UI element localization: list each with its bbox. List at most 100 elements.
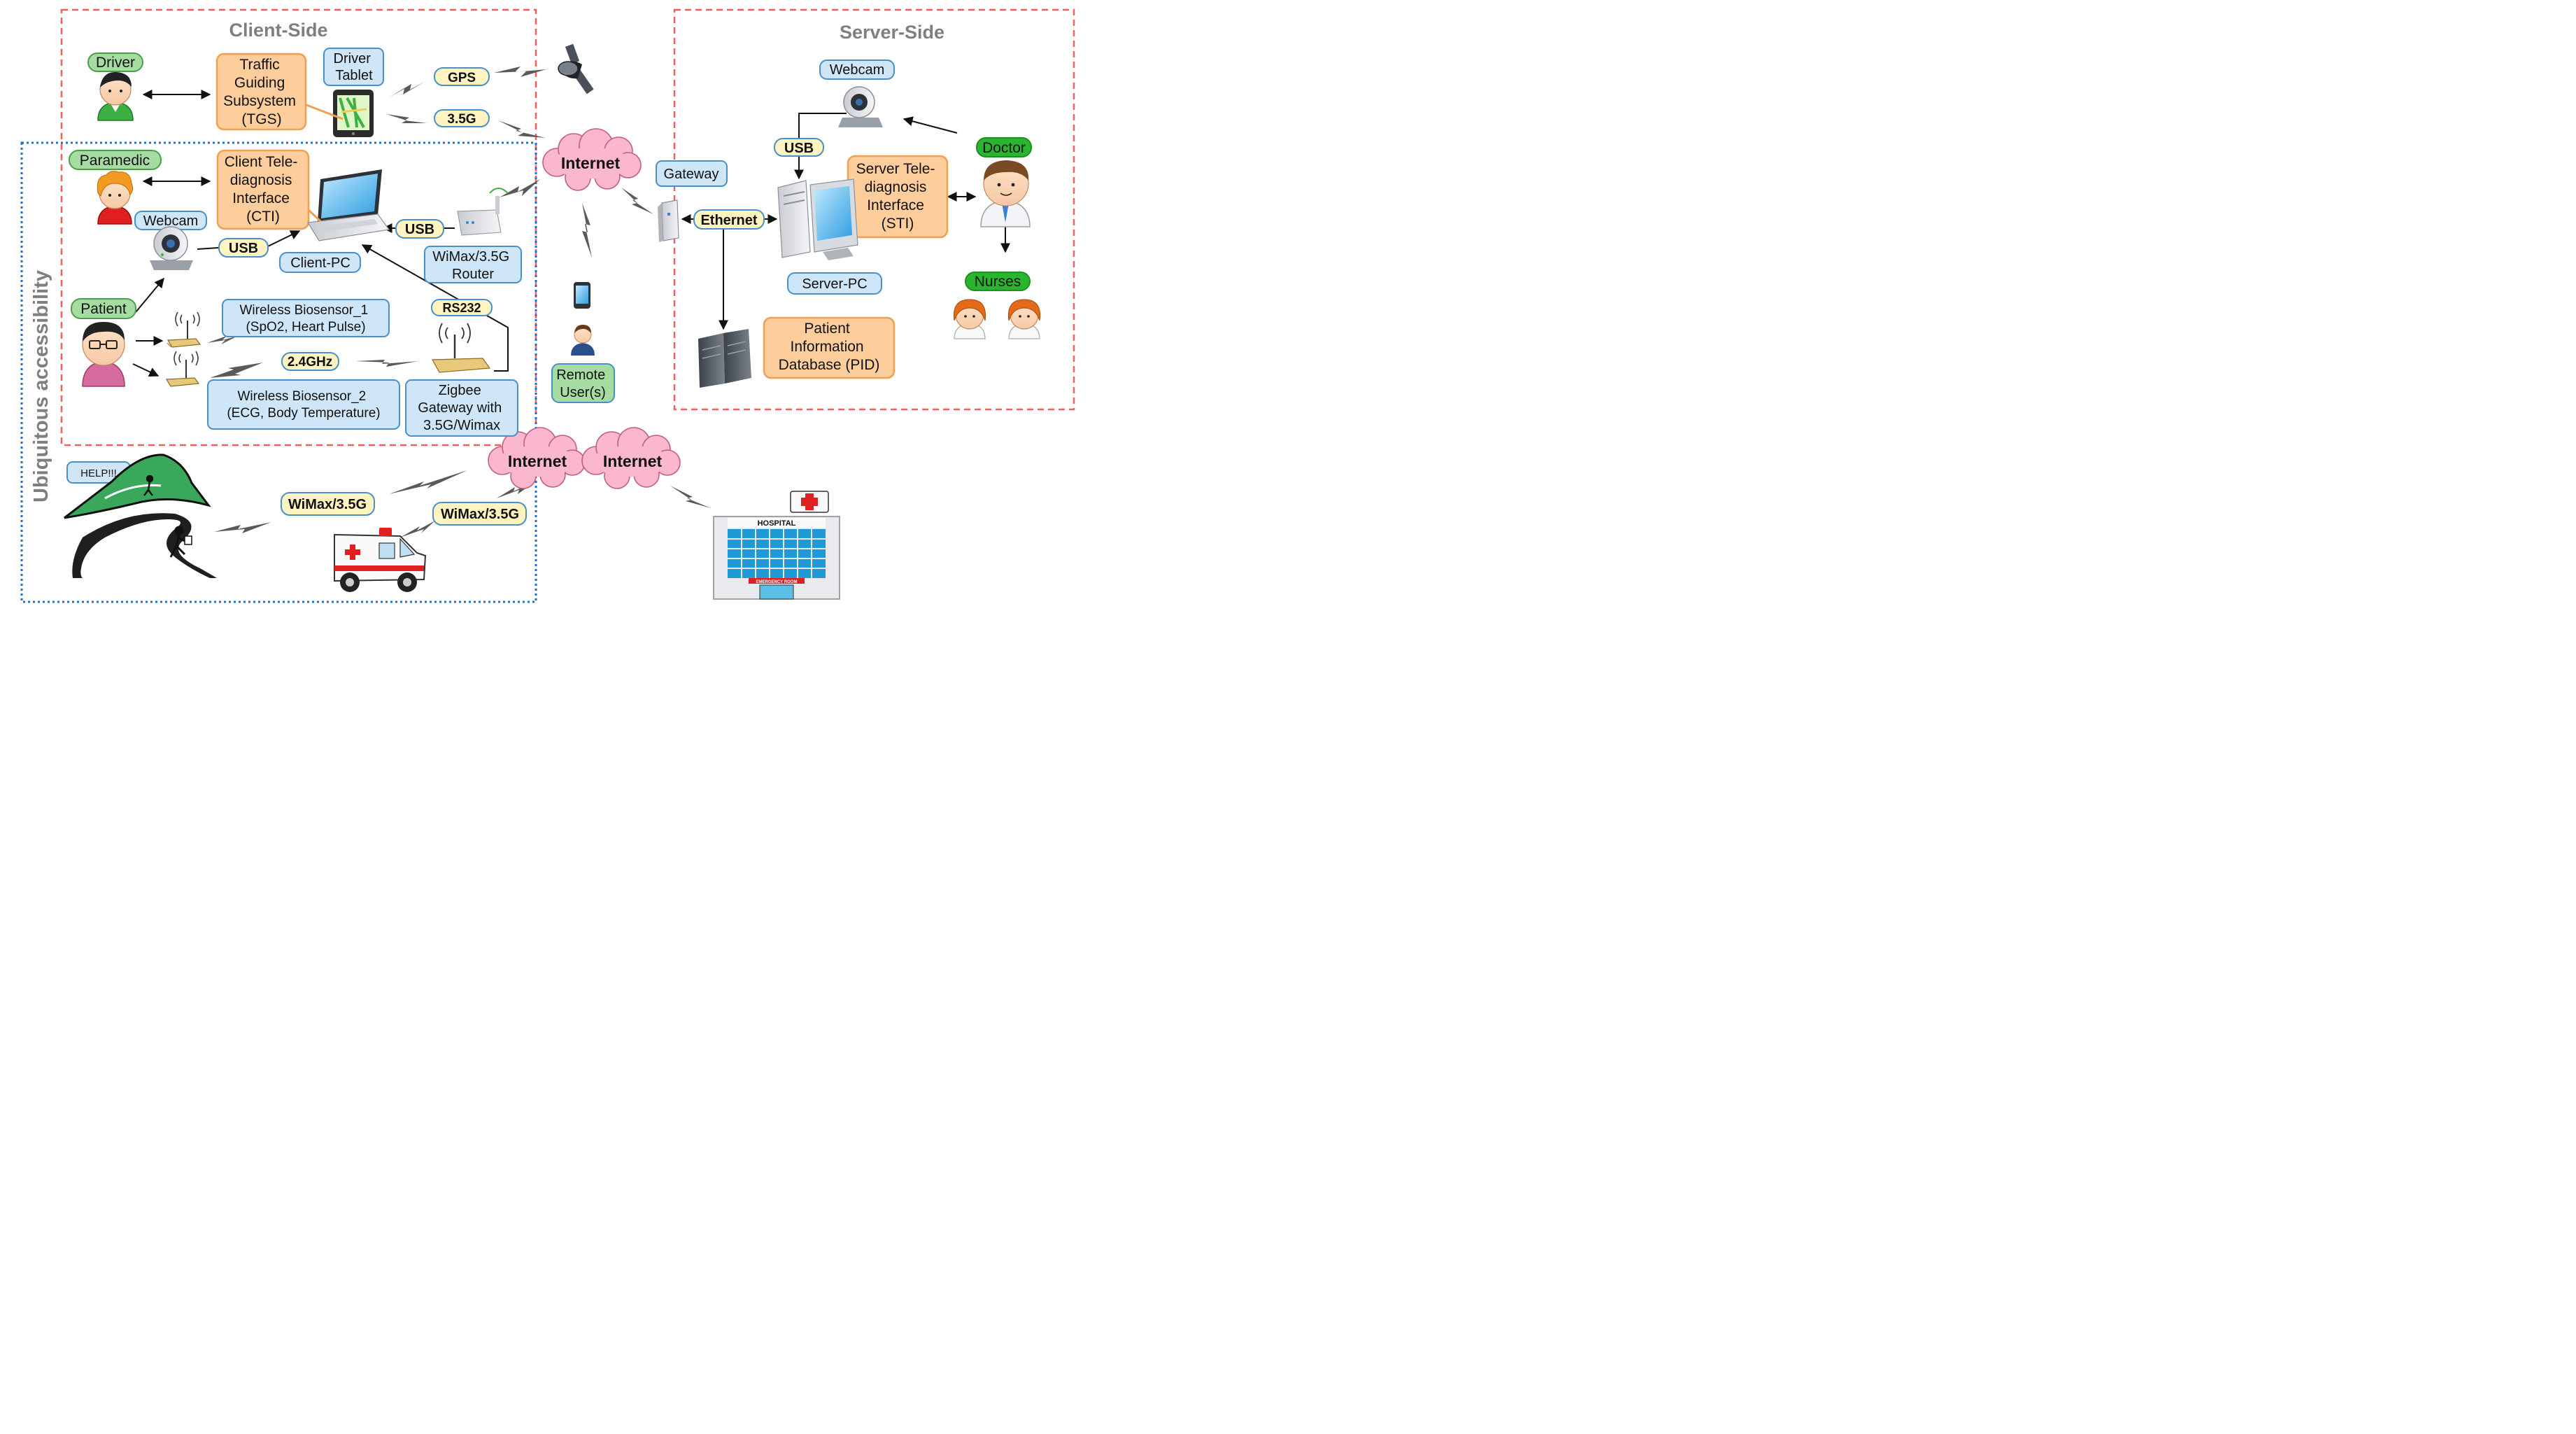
driver-tablet-label: Driver Tablet bbox=[323, 48, 384, 86]
doctor-webcam-arrow bbox=[903, 116, 958, 134]
cti-line-1: Client Tele- bbox=[225, 154, 298, 170]
bolt-ambulance-wimax bbox=[400, 521, 435, 537]
svg-text:WiMax/3.5G: WiMax/3.5G bbox=[288, 497, 367, 512]
sti-line-2: diagnosis bbox=[865, 179, 927, 195]
bolt-internet-remote bbox=[582, 203, 592, 258]
driver-label: Driver bbox=[87, 52, 143, 72]
svg-text:Paramedic: Paramedic bbox=[80, 153, 150, 169]
internet-cloud-bottom-right: Internet bbox=[581, 427, 681, 489]
svg-text:Traffic Guiding Su: Traffic Guiding Subsystem (TGS) bbox=[223, 57, 300, 127]
router-label: WiMax/3.5G Router bbox=[424, 246, 522, 283]
pid-line-2: Information bbox=[791, 339, 864, 355]
phone-icon bbox=[574, 282, 590, 309]
hiker-figure bbox=[143, 475, 154, 496]
gateway-label: Gateway bbox=[656, 160, 728, 187]
svg-text:2.4GHz: 2.4GHz bbox=[288, 355, 332, 370]
svg-text:Remote User(s): Remote User(s) bbox=[556, 367, 609, 400]
ghz-pill: 2.4GHz bbox=[281, 352, 339, 371]
paramedic-figure bbox=[97, 171, 134, 225]
rs232-pill: RS232 bbox=[431, 299, 493, 316]
server-webcam-icon bbox=[838, 86, 883, 127]
connectors bbox=[132, 90, 1010, 377]
svg-text:Doctor: Doctor bbox=[982, 140, 1026, 156]
client-webcam-label: Webcam bbox=[134, 211, 207, 230]
bolt-tablet-gps bbox=[389, 81, 425, 97]
ubiquitous-region bbox=[20, 141, 537, 603]
tgs-line-4: (TGS) bbox=[241, 111, 281, 127]
internet-bl-label: Internet bbox=[508, 452, 567, 470]
wimax-left-pill: WiMax/3.5G bbox=[281, 492, 375, 516]
usb-pc-arrow bbox=[267, 230, 301, 247]
cti-line-4: (CTI) bbox=[246, 209, 280, 225]
ambulance-icon bbox=[334, 528, 427, 592]
svg-text:USB: USB bbox=[784, 141, 814, 156]
ubiquitous-title: Ubiquitous accessibility bbox=[30, 270, 52, 502]
server-pc-label: Server-PC bbox=[787, 272, 882, 295]
bolt-internet-router bbox=[500, 179, 540, 197]
mountain-scene bbox=[64, 454, 217, 578]
ethernet-pill: Ethernet bbox=[693, 209, 765, 230]
remote-user-figure bbox=[571, 325, 595, 356]
paramedic-label: Paramedic bbox=[69, 150, 162, 170]
router-icon bbox=[457, 188, 509, 236]
tgs-box: Traffic Guiding Subsystem (TGS) bbox=[215, 52, 307, 131]
bolt-ghz-zigbee bbox=[355, 360, 418, 367]
bolt-gps-satellite bbox=[494, 66, 546, 77]
wimax-right-pill: WiMax/3.5G bbox=[432, 502, 527, 526]
doctor-figure bbox=[980, 160, 1031, 227]
usb-client-pill: USB bbox=[218, 238, 269, 258]
bolt-sensor2 bbox=[210, 363, 263, 378]
doctor-label: Doctor bbox=[976, 137, 1032, 157]
svg-text:Server Tele- diagnosis: Server Tele- diagnosis Interface (STI) bbox=[856, 161, 940, 232]
cti-box: Client Tele- diagnosis Interface (CTI) bbox=[216, 149, 310, 230]
svg-text:WiMax/3.5G: WiMax/3.5G bbox=[441, 507, 519, 522]
sensor-1-icon bbox=[167, 311, 201, 348]
internet-br-label: Internet bbox=[603, 452, 663, 470]
svg-text:Client Tele- diagnosis: Client Tele- diagnosis Interface (CTI) bbox=[225, 154, 302, 225]
usb-router-pill: USB bbox=[395, 219, 444, 239]
bolt-35g-internet bbox=[498, 120, 546, 138]
biosensor-1-label: Wireless Biosensor_1 (SpO2, Heart Pulse) bbox=[222, 299, 390, 337]
usb-server-pill: USB bbox=[774, 138, 824, 157]
gps-pill: GPS bbox=[434, 67, 490, 86]
system-diagram: Client-Side Server-Side Ubiquitous acces… bbox=[20, 8, 1075, 603]
bolt-hiker-wimax bbox=[214, 522, 271, 533]
remote-user-label: Remote User(s) bbox=[551, 363, 615, 403]
sti-line-4: (STI) bbox=[882, 216, 914, 232]
svg-text:Server-PC: Server-PC bbox=[802, 276, 867, 292]
svg-text:RS232: RS232 bbox=[442, 301, 481, 315]
hospital-sign: HOSPITAL bbox=[758, 519, 796, 528]
patient-figure bbox=[82, 322, 125, 387]
bolt-wimax-internet-right bbox=[497, 480, 537, 498]
webcam-usb-line bbox=[197, 247, 219, 250]
nurses-label: Nurses bbox=[965, 272, 1031, 291]
svg-text:HELP!!!: HELP!!! bbox=[80, 468, 117, 479]
nurse-figure-2 bbox=[1007, 299, 1041, 339]
zigbee-rs232-pc-arrow bbox=[361, 244, 509, 372]
bolt-tablet-35g bbox=[386, 114, 427, 123]
emergency-sign: EMERGENCY ROOM bbox=[756, 580, 798, 584]
runner-figure bbox=[169, 526, 192, 558]
internet-cloud-bottom-left: Internet bbox=[488, 427, 586, 489]
cti-line-2: diagnosis bbox=[230, 172, 292, 188]
svg-text:Driver Tablet: Driver Tablet bbox=[334, 51, 375, 83]
svg-text:Wireless Biosensor_2 (EC: Wireless Biosensor_2 (ECG, Body Temperat… bbox=[227, 389, 380, 421]
laptop-icon bbox=[306, 169, 390, 241]
svg-text:Patient: Patient bbox=[80, 301, 127, 317]
svg-text:Webcam: Webcam bbox=[830, 62, 885, 78]
zigbee-gateway-icon bbox=[431, 323, 491, 373]
patient-sensor2-arrow bbox=[132, 363, 160, 377]
patient-webcam-arrow bbox=[135, 277, 164, 313]
cti-line-3: Interface bbox=[232, 190, 290, 206]
g35-pill: 3.5G bbox=[434, 109, 490, 127]
sensor-2-icon bbox=[165, 351, 200, 387]
svg-text:GPS: GPS bbox=[448, 71, 476, 85]
svg-text:WiMax/3.5G Router: WiMax/3.5G Router bbox=[432, 249, 514, 282]
driver-figure bbox=[97, 71, 134, 121]
svg-text:Nurses: Nurses bbox=[975, 274, 1021, 290]
svg-text:Ethernet: Ethernet bbox=[700, 213, 757, 228]
biosensor-2-label: Wireless Biosensor_2 (ECG, Body Temperat… bbox=[207, 379, 400, 430]
bolt-internet-hospital bbox=[670, 486, 711, 508]
pid-line-3: Database (PID) bbox=[779, 357, 880, 373]
tgs-line-1: Traffic bbox=[239, 57, 279, 73]
